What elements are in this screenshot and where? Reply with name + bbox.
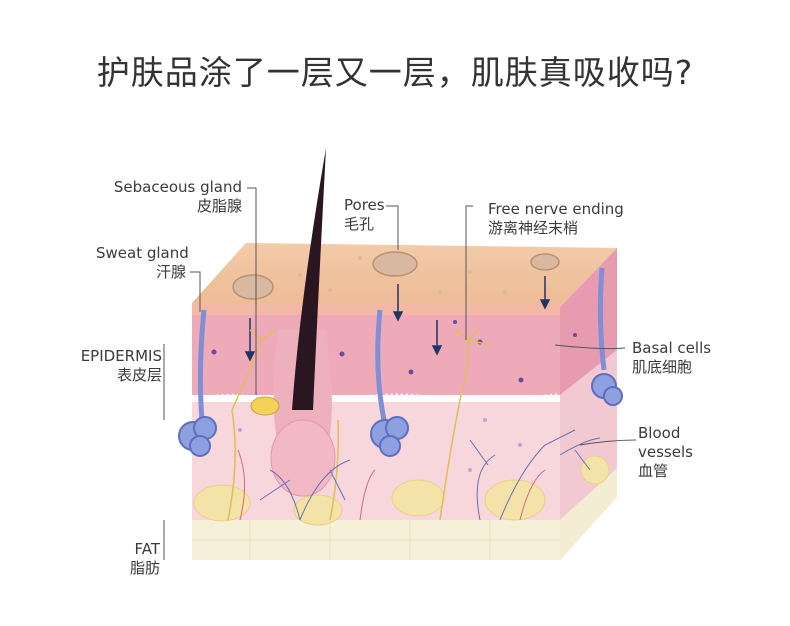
label-pores-cn: 毛孔 (344, 215, 385, 234)
label-blood-vessels-en2: vessels (638, 443, 693, 462)
label-sweat-gland-cn: 汗腺 (96, 263, 186, 282)
label-epidermis: EPIDERMIS 表皮层 (60, 347, 162, 385)
label-blood-vessels: Blood vessels 血管 (638, 424, 693, 481)
sebaceous-gland-shape (251, 397, 279, 415)
label-fat-en: FAT (134, 540, 160, 558)
label-basal-cells: Basal cells 肌底细胞 (632, 339, 711, 377)
label-sebaceous-gland: Sebaceous gland 皮脂腺 (96, 178, 242, 216)
label-epidermis-en: EPIDERMIS (81, 347, 162, 365)
label-blood-vessels-cn: 血管 (638, 462, 693, 481)
label-fat: FAT 脂肪 (100, 540, 160, 578)
label-fat-cn: 脂肪 (100, 559, 160, 578)
label-sweat-gland: Sweat gland 汗腺 (96, 244, 186, 282)
label-epidermis-cn: 表皮层 (60, 366, 162, 385)
label-basal-cells-cn: 肌底细胞 (632, 358, 711, 377)
label-sebaceous-gland-cn: 皮脂腺 (96, 197, 242, 216)
label-basal-cells-en: Basal cells (632, 339, 711, 357)
label-pores-en: Pores (344, 196, 385, 214)
label-free-nerve-ending-en: Free nerve ending (488, 200, 624, 218)
label-free-nerve-ending: Free nerve ending 游离神经末梢 (488, 200, 624, 238)
label-sebaceous-gland-en: Sebaceous gland (114, 178, 242, 196)
label-sweat-gland-en: Sweat gland (96, 244, 189, 262)
label-pores: Pores 毛孔 (344, 196, 385, 234)
label-free-nerve-ending-cn: 游离神经末梢 (488, 219, 624, 238)
label-blood-vessels-en1: Blood (638, 424, 693, 443)
